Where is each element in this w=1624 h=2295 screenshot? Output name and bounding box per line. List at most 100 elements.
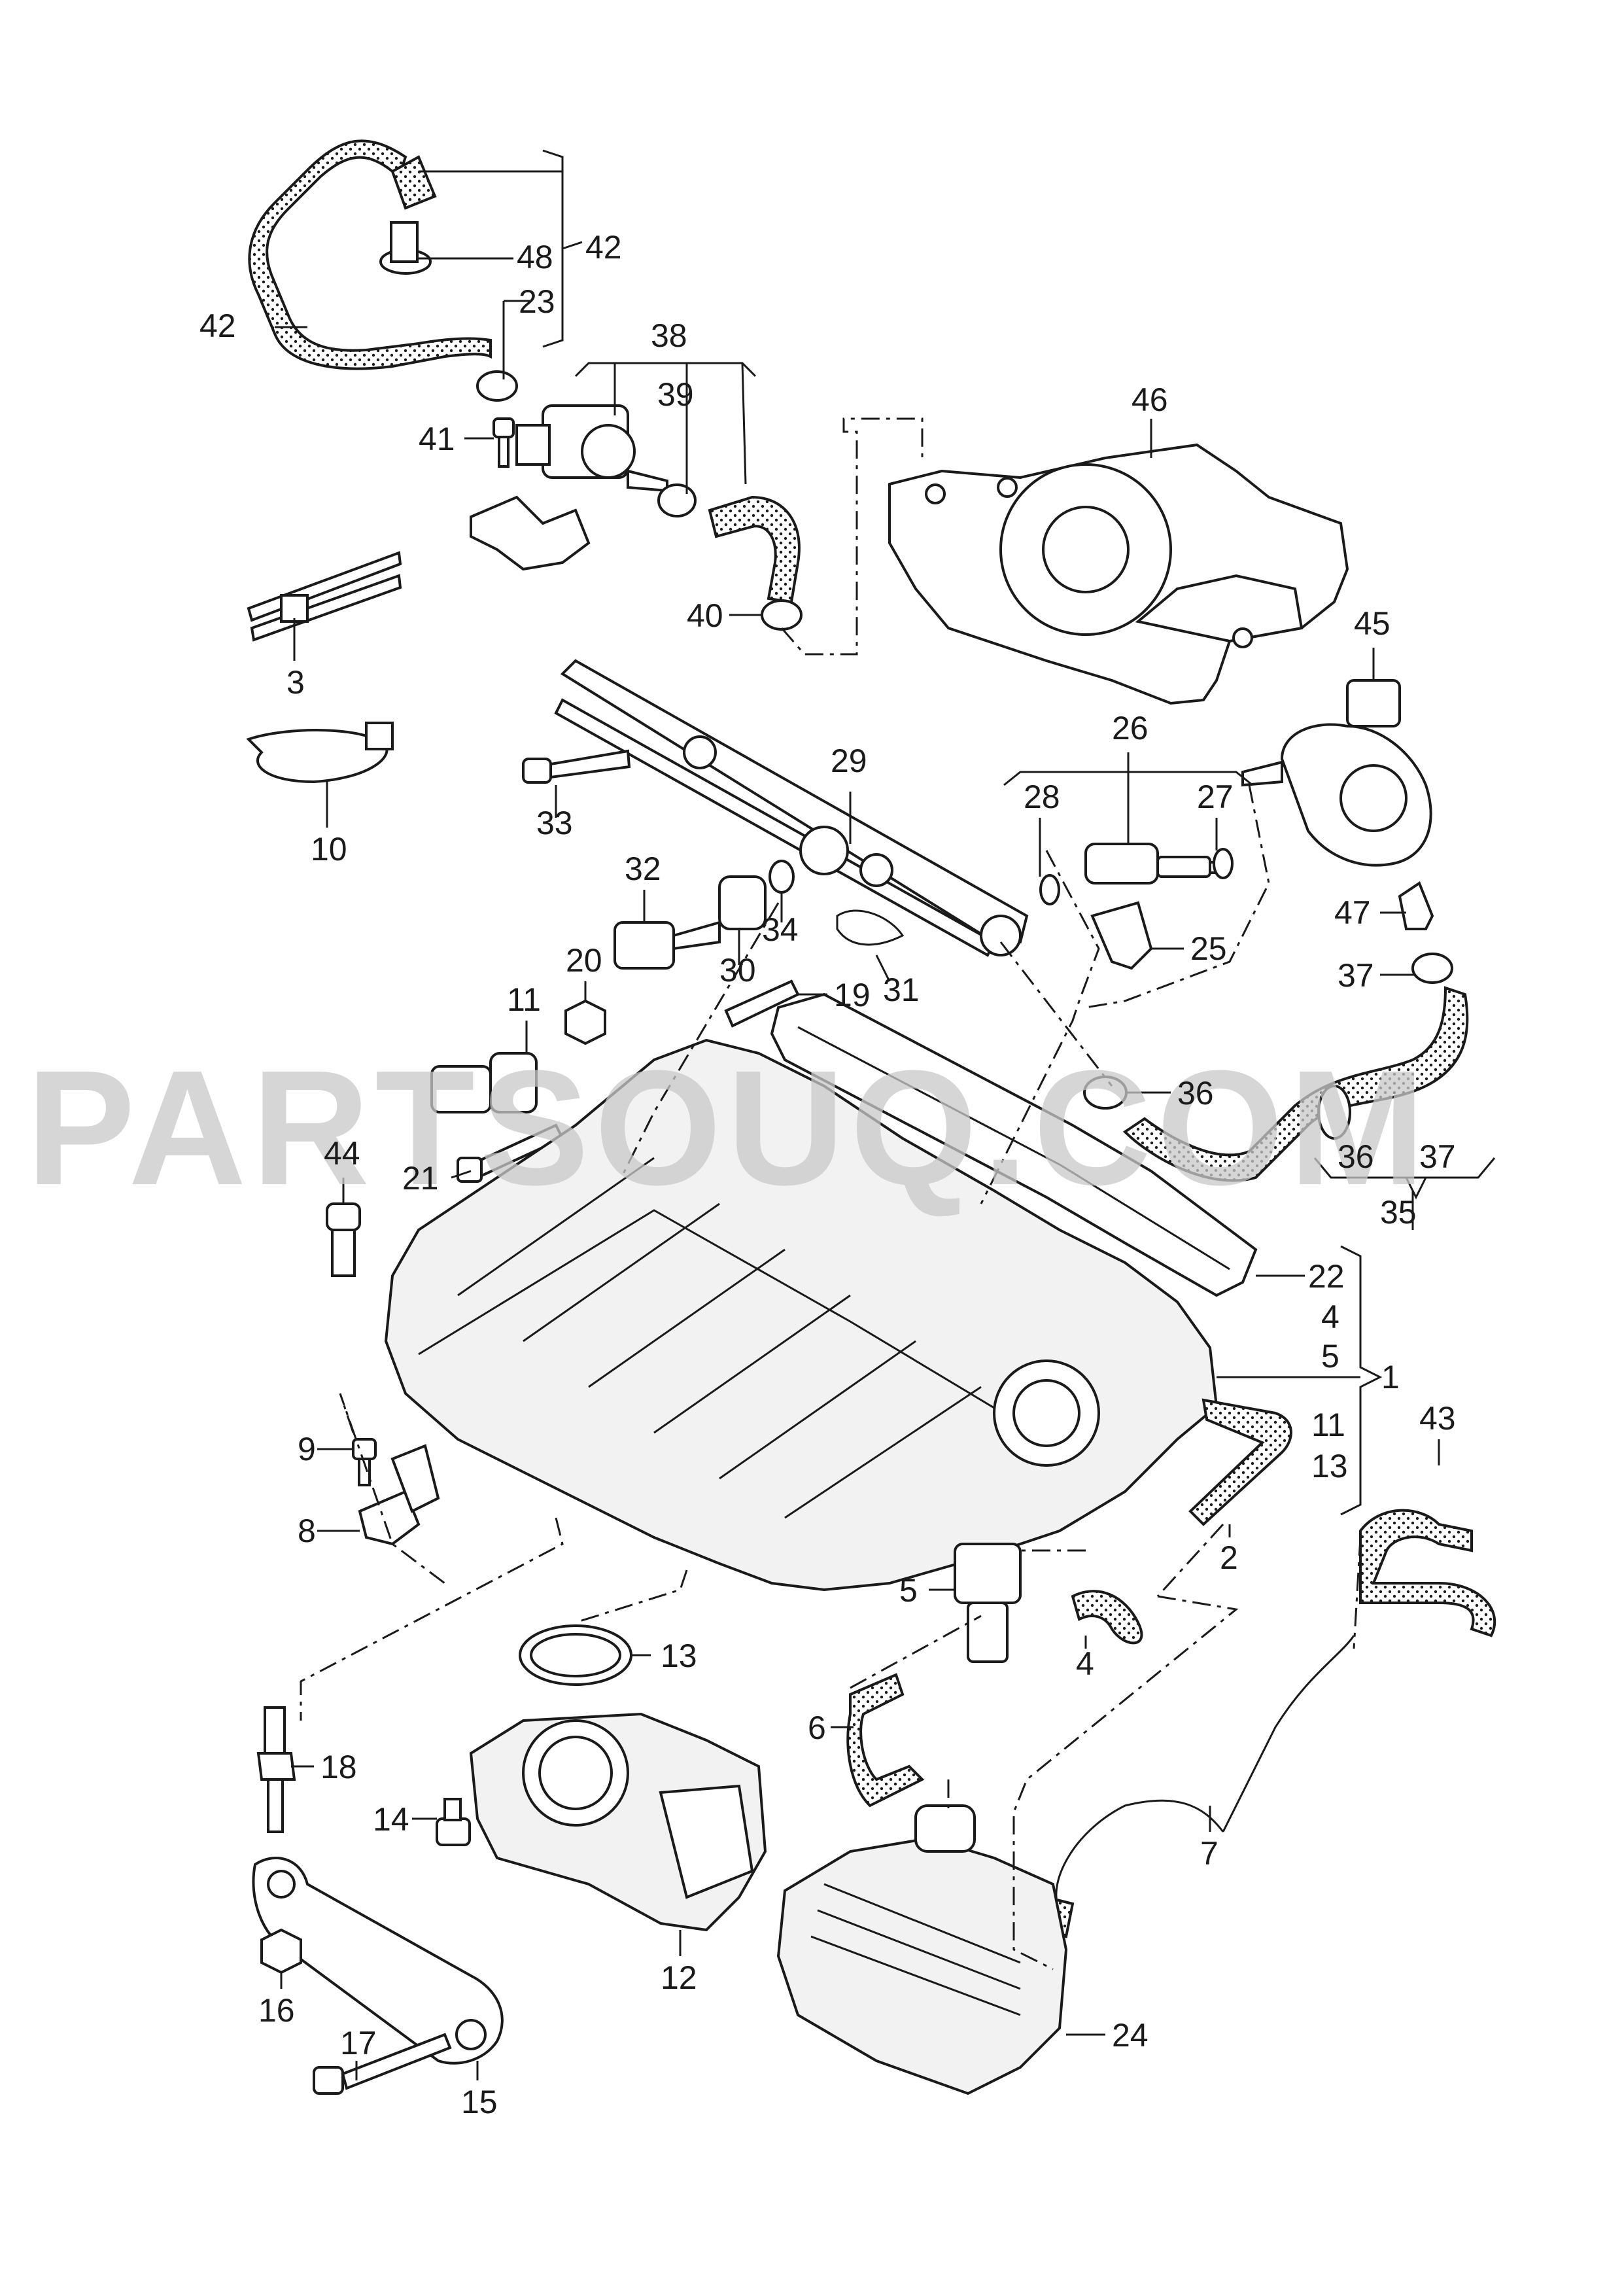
hose-clamp-23[interactable] xyxy=(476,370,518,402)
sensor-32[interactable] xyxy=(613,920,721,970)
callout-13-right: 13 xyxy=(1311,1448,1348,1484)
callout-43: 43 xyxy=(1419,1400,1456,1437)
callout-46: 46 xyxy=(1132,381,1168,418)
o-ring-28[interactable] xyxy=(1039,874,1060,905)
clip-25[interactable] xyxy=(1090,901,1153,970)
retaining-clip-31[interactable] xyxy=(836,909,905,946)
callout-26: 26 xyxy=(1112,710,1149,746)
band-clamp-10[interactable] xyxy=(246,722,394,784)
injector-26[interactable] xyxy=(1084,843,1231,885)
screw-41[interactable] xyxy=(492,417,515,468)
callout-5-left: 5 xyxy=(899,1572,918,1609)
intake-manifold-1[interactable] xyxy=(384,1038,1218,1592)
clamp-39[interactable] xyxy=(657,483,697,517)
callout-20: 20 xyxy=(566,942,602,979)
connector-47[interactable] xyxy=(1398,881,1434,930)
callout-36-bottom: 36 xyxy=(1338,1138,1374,1175)
o-ring-27[interactable] xyxy=(1213,848,1234,879)
throttle-body-12[interactable] xyxy=(469,1712,767,1932)
gasket-22[interactable] xyxy=(770,992,1258,1297)
callout-38: 38 xyxy=(651,317,687,354)
hose-40-section[interactable] xyxy=(708,495,803,631)
callout-12: 12 xyxy=(661,1959,697,1996)
breather-hose-42[interactable] xyxy=(248,139,492,370)
hose-4[interactable] xyxy=(1071,1590,1143,1645)
callout-35: 35 xyxy=(1380,1194,1417,1231)
callout-27: 27 xyxy=(1197,779,1234,815)
callout-16: 16 xyxy=(258,1992,295,2029)
callout-11-right: 11 xyxy=(1311,1407,1345,1443)
leader-lines xyxy=(275,149,1496,2080)
callout-34: 34 xyxy=(762,911,799,948)
callout-2: 2 xyxy=(1220,1539,1238,1576)
callout-10: 10 xyxy=(311,831,347,867)
callout-23: 23 xyxy=(519,283,555,320)
callout-1: 1 xyxy=(1381,1359,1400,1395)
stud-18[interactable] xyxy=(256,1706,296,1833)
callout-4-left: 4 xyxy=(1076,1645,1094,1682)
callout-42-left: 42 xyxy=(199,307,236,344)
callout-4-right: 4 xyxy=(1321,1299,1339,1335)
throttle-port-1 xyxy=(993,1359,1100,1467)
callout-40: 40 xyxy=(687,597,723,634)
callout-5-right: 5 xyxy=(1321,1338,1339,1375)
callout-42-right: 42 xyxy=(585,229,622,266)
callout-45: 45 xyxy=(1354,605,1391,642)
callout-13-left: 13 xyxy=(661,1638,697,1674)
callout-25: 25 xyxy=(1190,930,1227,967)
callout-3: 3 xyxy=(286,664,305,701)
callout-7: 7 xyxy=(1200,1835,1218,1872)
watermark: PARTSOUQ.COM xyxy=(26,1036,1430,1219)
bolt-14[interactable] xyxy=(436,1798,471,1846)
callout-33: 33 xyxy=(536,805,573,841)
callout-labels: 42 48 42 23 38 39 41 40 46 3 45 26 29 28… xyxy=(199,229,1456,2120)
high-pressure-pump-45[interactable] xyxy=(1241,679,1432,867)
cable-tie-3[interactable] xyxy=(247,551,402,642)
callout-30: 30 xyxy=(719,952,756,989)
callout-41: 41 xyxy=(419,421,455,457)
callout-48: 48 xyxy=(517,239,553,275)
callout-37-bottom: 37 xyxy=(1419,1138,1456,1175)
callout-28: 28 xyxy=(1024,779,1060,815)
callout-6: 6 xyxy=(808,1709,826,1746)
callout-37-top: 37 xyxy=(1338,957,1374,994)
pressure-hose-35[interactable] xyxy=(1122,986,1469,1182)
callout-36-top: 36 xyxy=(1177,1075,1214,1112)
callout-22: 22 xyxy=(1308,1258,1345,1295)
callout-39: 39 xyxy=(657,376,694,413)
callout-19: 19 xyxy=(834,977,871,1013)
hose-6[interactable] xyxy=(846,1673,925,1808)
seal-30[interactable] xyxy=(718,875,767,930)
callout-31: 31 xyxy=(883,972,920,1008)
callout-18: 18 xyxy=(320,1749,357,1785)
o-ring-13[interactable] xyxy=(519,1624,632,1686)
sensor-11[interactable] xyxy=(430,1052,538,1113)
solenoid-valve-5[interactable] xyxy=(954,1543,1022,1663)
nut-16[interactable] xyxy=(260,1928,302,1974)
sensor-8[interactable] xyxy=(358,1444,440,1546)
callout-15: 15 xyxy=(461,2084,498,2120)
callout-17: 17 xyxy=(340,2025,377,2061)
dash-dot-guide-lines xyxy=(300,417,1362,1971)
callout-29: 29 xyxy=(831,743,867,779)
pressure-valve-38[interactable] xyxy=(470,404,668,571)
bolt-17[interactable] xyxy=(313,2033,452,2095)
bolt-33[interactable] xyxy=(522,749,631,784)
callout-11-left: 11 xyxy=(507,981,541,1018)
vent-pipe-2[interactable] xyxy=(1188,1398,1292,1526)
air-filter-housing-24[interactable] xyxy=(776,1804,1068,2095)
clamp-37-top[interactable] xyxy=(1411,953,1453,984)
callout-8: 8 xyxy=(298,1513,316,1549)
callout-14: 14 xyxy=(373,1801,409,1838)
bracket-15[interactable] xyxy=(252,1857,504,2065)
hose-clamp-48[interactable] xyxy=(379,221,432,275)
callout-24: 24 xyxy=(1112,2017,1149,2054)
callout-21: 21 xyxy=(402,1160,439,1197)
hose-43[interactable] xyxy=(1359,1509,1496,1638)
callout-9: 9 xyxy=(298,1431,316,1467)
fuel-rail-29[interactable] xyxy=(554,659,1029,957)
callout-44: 44 xyxy=(324,1135,360,1172)
o-ring-34[interactable] xyxy=(769,860,795,894)
cylinder-head-cover-46[interactable] xyxy=(888,443,1349,705)
